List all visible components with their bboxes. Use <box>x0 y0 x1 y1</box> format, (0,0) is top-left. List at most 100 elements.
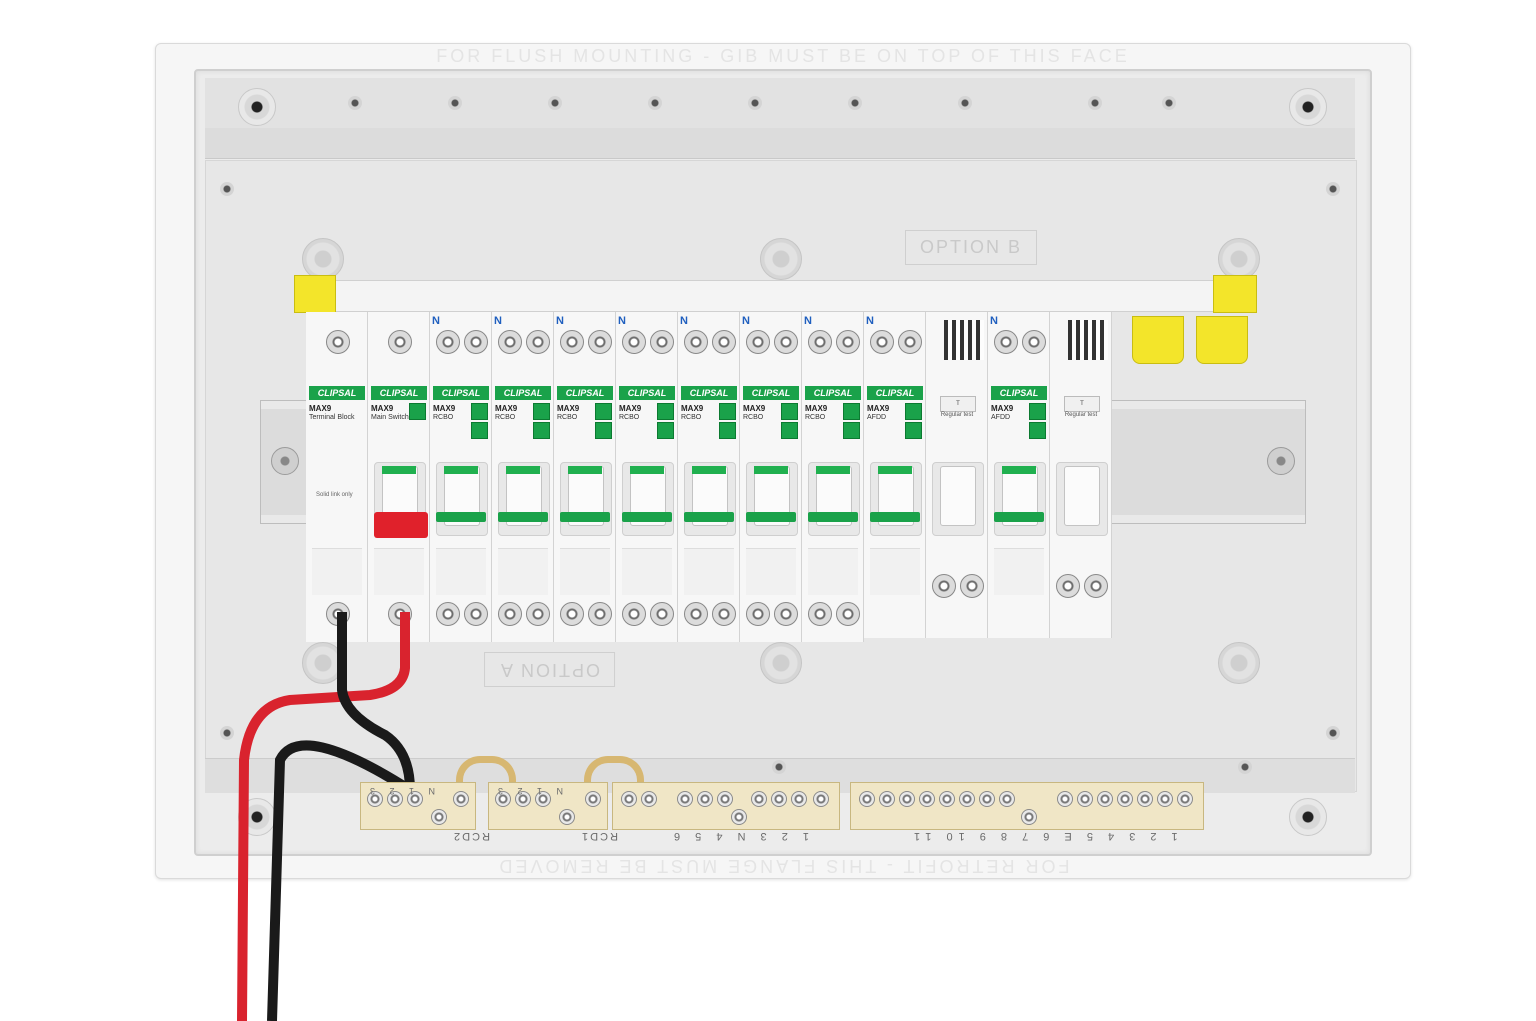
bar-screw-icon[interactable] <box>367 791 383 807</box>
bar-screw-icon[interactable] <box>791 791 807 807</box>
device-model: MAX9 <box>805 404 828 413</box>
bar-screw-icon[interactable] <box>1137 791 1153 807</box>
bar-screw-icon[interactable] <box>731 809 747 825</box>
terminal-screw-icon[interactable] <box>746 602 770 626</box>
eco-leaf-icon <box>533 403 550 420</box>
terminal-screw-icon[interactable] <box>1056 574 1080 598</box>
brand-logo: CLIPSAL <box>495 386 551 400</box>
neutral-marker: N <box>804 315 812 327</box>
bar-screw-icon[interactable] <box>1077 791 1093 807</box>
module-toggle[interactable] <box>1064 466 1100 526</box>
terminal-screw-icon[interactable] <box>746 330 770 354</box>
device-model: MAX9 <box>433 404 456 413</box>
bar-screw-icon[interactable] <box>1117 791 1133 807</box>
terminal-screw-icon[interactable] <box>622 330 646 354</box>
terminal-screw-icon[interactable] <box>712 602 736 626</box>
bar-screw-icon[interactable] <box>717 791 733 807</box>
main-switch-handle[interactable] <box>374 512 428 538</box>
mounting-hole <box>1289 88 1327 126</box>
brand-logo: CLIPSAL <box>743 386 799 400</box>
terminal-screw-icon[interactable] <box>588 330 612 354</box>
terminal-screw-icon[interactable] <box>684 330 708 354</box>
terminal-screw-icon[interactable] <box>650 602 674 626</box>
bar-screw-icon[interactable] <box>1021 809 1037 825</box>
test-button[interactable]: T <box>940 396 976 412</box>
bar-screw-icon[interactable] <box>979 791 995 807</box>
terminal-screw-icon[interactable] <box>994 330 1018 354</box>
terminal-screw-icon[interactable] <box>932 574 956 598</box>
bar-screw-icon[interactable] <box>515 791 531 807</box>
terminal-screw-icon[interactable] <box>1084 574 1108 598</box>
terminal-screw-icon[interactable] <box>836 602 860 626</box>
bar-screw-icon[interactable] <box>407 791 423 807</box>
bar-screw-icon[interactable] <box>559 809 575 825</box>
bar-screw-icon[interactable] <box>879 791 895 807</box>
bar-screw-icon[interactable] <box>677 791 693 807</box>
terminal-screw-icon[interactable] <box>498 330 522 354</box>
terminal-screw-icon[interactable] <box>774 330 798 354</box>
terminal-screw-icon[interactable] <box>960 574 984 598</box>
bar-screw-icon[interactable] <box>1157 791 1173 807</box>
bar-screw-icon[interactable] <box>641 791 657 807</box>
terminal-screw-icon[interactable] <box>808 330 832 354</box>
terminal-screw-icon[interactable] <box>436 602 460 626</box>
bar-screw-icon[interactable] <box>751 791 767 807</box>
terminal-screw-icon[interactable] <box>526 330 550 354</box>
bar-screw-icon[interactable] <box>1057 791 1073 807</box>
bar-screw-icon[interactable] <box>453 791 469 807</box>
terminal-screw-icon[interactable] <box>870 330 894 354</box>
terminal-screw-icon[interactable] <box>388 330 412 354</box>
terminal-screw-icon[interactable] <box>898 330 922 354</box>
terminal-screw-icon[interactable] <box>498 602 522 626</box>
eco-leaf-icon <box>719 403 736 420</box>
bar-screw-icon[interactable] <box>813 791 829 807</box>
eco-leaf-icon <box>781 403 798 420</box>
on-indicator <box>382 466 416 474</box>
bar-screw-icon[interactable] <box>959 791 975 807</box>
top-rail-lower <box>205 128 1355 159</box>
rail-pin <box>958 96 972 110</box>
bar-screw-icon[interactable] <box>999 791 1015 807</box>
afdd-2: N CLIPSAL MAX9 AFDD <box>988 312 1050 638</box>
terminal-screw-icon[interactable] <box>560 602 584 626</box>
device-model: MAX9 <box>991 404 1014 413</box>
bar-screw-icon[interactable] <box>939 791 955 807</box>
bar-screw-icon[interactable] <box>431 809 447 825</box>
bar-screw-icon[interactable] <box>859 791 875 807</box>
brand-logo: CLIPSAL <box>309 386 365 400</box>
terminal-screw-icon[interactable] <box>650 330 674 354</box>
device-lower-body <box>622 548 672 595</box>
terminal-screw-icon[interactable] <box>622 602 646 626</box>
terminal-screw-icon[interactable] <box>526 602 550 626</box>
bar-screw-icon[interactable] <box>387 791 403 807</box>
bar-screw-icon[interactable] <box>771 791 787 807</box>
bar-screw-icon[interactable] <box>495 791 511 807</box>
terminal-screw-icon[interactable] <box>774 602 798 626</box>
bar-screw-icon[interactable] <box>585 791 601 807</box>
terminal-screw-icon[interactable] <box>436 330 460 354</box>
busbar-end-clip <box>1213 275 1257 313</box>
test-button[interactable]: T <box>1064 396 1100 412</box>
terminal-screw-icon[interactable] <box>588 602 612 626</box>
terminal-screw-icon[interactable] <box>464 330 488 354</box>
bar-screw-icon[interactable] <box>535 791 551 807</box>
eco-leaf-icon <box>719 422 736 439</box>
bar-screw-icon[interactable] <box>1177 791 1193 807</box>
terminal-screw-icon[interactable] <box>1022 330 1046 354</box>
bar-screw-icon[interactable] <box>899 791 915 807</box>
terminal-screw-icon[interactable] <box>836 330 860 354</box>
bar-screw-icon[interactable] <box>1097 791 1113 807</box>
neutral-cable <box>267 740 413 1021</box>
flange-top-text: FOR FLUSH MOUNTING - GIB MUST BE ON TOP … <box>436 46 1130 66</box>
terminal-screw-icon[interactable] <box>464 602 488 626</box>
terminal-screw-icon[interactable] <box>712 330 736 354</box>
bar-screw-icon[interactable] <box>697 791 713 807</box>
bar-screw-icon[interactable] <box>919 791 935 807</box>
terminal-screw-icon[interactable] <box>326 330 350 354</box>
bar-screw-icon[interactable] <box>621 791 637 807</box>
terminal-screw-icon[interactable] <box>560 330 584 354</box>
link-note: Solid link only <box>316 492 353 498</box>
terminal-screw-icon[interactable] <box>808 602 832 626</box>
module-toggle[interactable] <box>940 466 976 526</box>
terminal-screw-icon[interactable] <box>684 602 708 626</box>
